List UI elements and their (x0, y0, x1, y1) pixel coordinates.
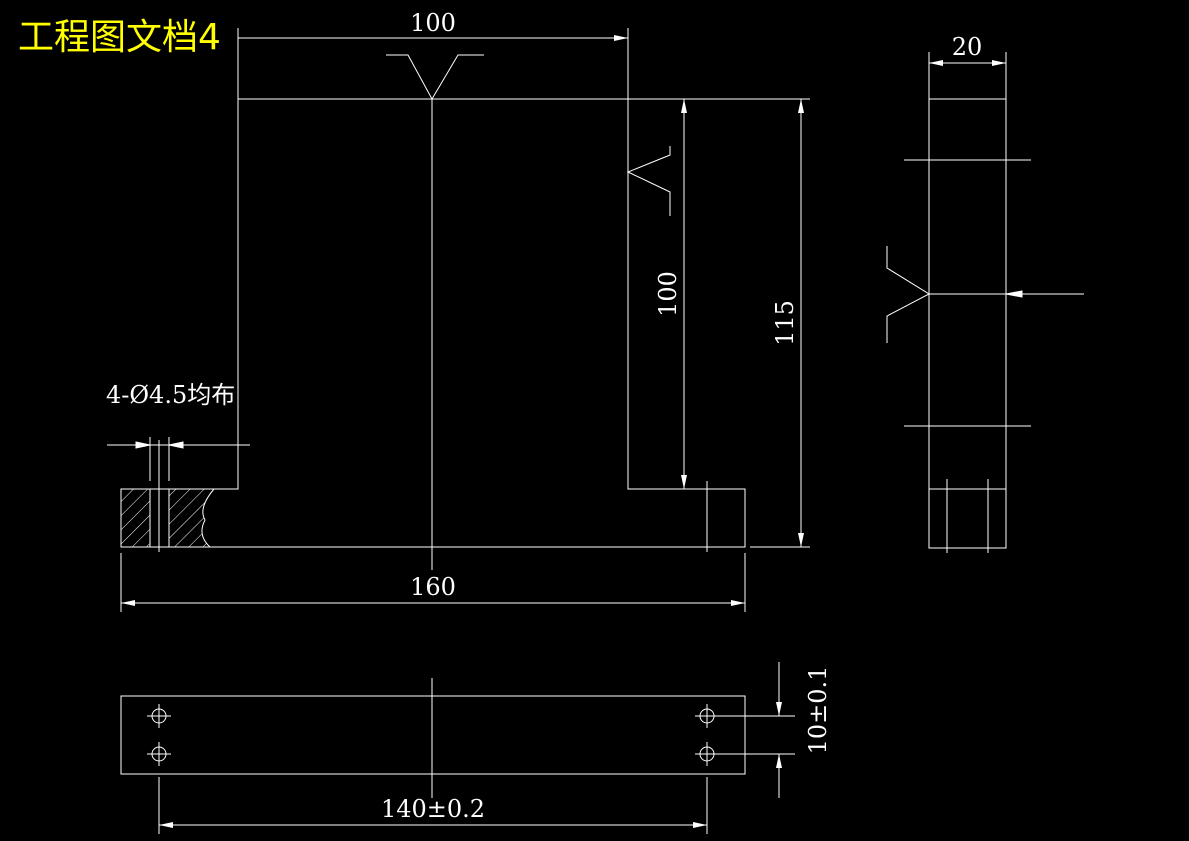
plan-view-outline (120, 695, 746, 775)
hole-dim-arrow (168, 441, 184, 449)
plan-view (120, 662, 795, 834)
dim-text-top-width: 100 (410, 9, 456, 37)
hole-dim-arrow (135, 441, 151, 449)
dim-text-side-thickness: 20 (952, 33, 983, 61)
front-view (107, 28, 810, 612)
dim-text-total-height: 115 (771, 300, 799, 346)
surface-finish-right (626, 146, 671, 216)
plan-hole (147, 742, 171, 766)
dim-text-hole-spacing: 140±0.2 (381, 795, 485, 823)
front-view-outline (120, 98, 746, 548)
surface-finish-side (886, 246, 931, 343)
side-view (886, 52, 1084, 553)
surface-finish-top (386, 54, 484, 101)
plan-hole (147, 704, 171, 728)
dim-text-hole-offset: 10±0.1 (804, 666, 832, 755)
dim-text-hole-note: 4-Ø4.5均布 (106, 381, 235, 409)
dim-text-total-length: 160 (410, 573, 456, 601)
section-hatch-left (120, 488, 151, 548)
section-hatch-right (168, 488, 216, 548)
dim-text-inner-height: 100 (654, 271, 682, 317)
side-view-outline (928, 98, 1007, 549)
drawing-title: 工程图文档4 (18, 17, 221, 58)
side-finish-arrow (1005, 290, 1023, 298)
